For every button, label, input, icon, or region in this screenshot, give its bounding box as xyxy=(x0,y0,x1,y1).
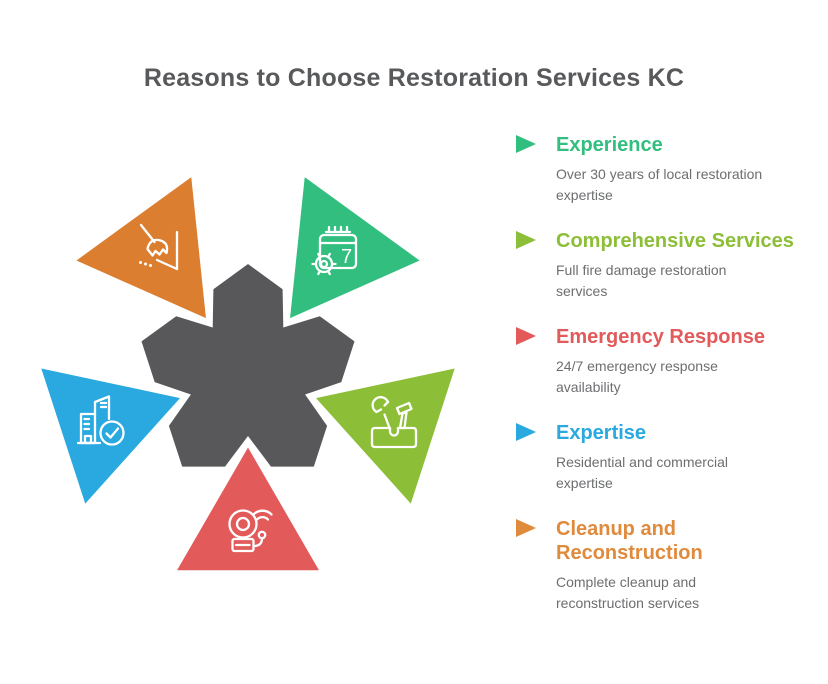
legend-item-expertise: Expertise Residential and commercial exp… xyxy=(515,421,815,494)
legend-item-comprehensive-services: Comprehensive Services Full fire damage … xyxy=(515,229,815,302)
segment-emergency xyxy=(172,442,324,574)
broom-icon xyxy=(139,223,179,271)
legend-item-experience: Experience Over 30 years of local restor… xyxy=(515,133,815,206)
arrow-icon xyxy=(516,135,536,153)
legend-item-description: Full fire damage restoration services xyxy=(556,262,727,299)
segment-cleanup xyxy=(71,172,210,323)
segment-services xyxy=(310,364,460,509)
legend-title-line: Emergency Response xyxy=(556,326,765,348)
legend-title-line: Comprehensive Services xyxy=(556,230,794,252)
legend-item-title: Expertise xyxy=(556,421,815,445)
legend-item-description: Over 30 years of local restoration exper… xyxy=(556,166,763,203)
legend-item-title: Emergency Response xyxy=(556,325,815,349)
toolbox-icon xyxy=(370,396,418,449)
alarm-bell-icon xyxy=(228,509,273,553)
legend-item-title: Cleanup and Reconstruction xyxy=(556,517,815,565)
segment-experience: 7 xyxy=(286,172,425,323)
legend-item-cleanup-reconstruction: Cleanup and Reconstruction Complete clea… xyxy=(515,517,815,614)
legend-item-description: Complete cleanup and reconstruction serv… xyxy=(556,574,700,611)
calendar-gear-icon: 7 xyxy=(311,225,358,276)
arrow-icon xyxy=(516,519,536,537)
legend-item-emergency-response: Emergency Response 24/7 emergency respon… xyxy=(515,325,815,398)
legend-title-line: Cleanup and xyxy=(556,518,677,540)
page-title: Reasons to Choose Restoration Services K… xyxy=(143,63,685,92)
legend-item-title: Experience xyxy=(556,133,815,157)
arrow-icon xyxy=(516,423,536,441)
legend-item-title: Comprehensive Services xyxy=(556,229,815,253)
arrow-icon xyxy=(516,327,536,345)
services-triangle xyxy=(310,364,460,509)
legend-item-description: 24/7 emergency response availability xyxy=(556,358,718,395)
arrow-icon xyxy=(516,231,536,249)
emergency-triangle xyxy=(172,442,324,574)
cleanup-triangle xyxy=(71,172,210,323)
legend-item-description: Residential and commercial expertise xyxy=(556,454,728,491)
calendar-number: 7 xyxy=(341,246,352,268)
segment-expertise xyxy=(36,364,186,509)
legend-title-line: Reconstruction xyxy=(556,542,703,564)
center-pentagon-shape xyxy=(141,264,355,467)
legend-title-line: Experience xyxy=(556,134,663,156)
building-check-icon xyxy=(76,395,125,446)
legend-title-line: Expertise xyxy=(556,422,647,444)
